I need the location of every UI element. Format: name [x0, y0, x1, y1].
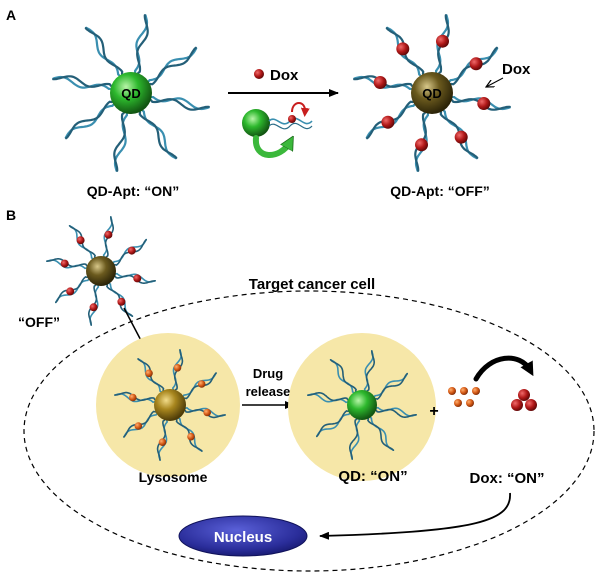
cell-title: Target cancer cell	[249, 276, 375, 293]
aptamer-strand	[149, 98, 210, 111]
red-curved-arrow	[291, 102, 310, 117]
qd-in-lysosome	[114, 349, 226, 461]
dox-pointer-arrow	[486, 77, 504, 87]
aptamer-strand	[138, 111, 178, 159]
qd-off-particle	[353, 14, 511, 172]
aptamer-strand	[307, 392, 349, 402]
green-curved-arrow	[252, 135, 290, 158]
dox-molecule	[396, 42, 410, 56]
aptamer-strand	[84, 27, 124, 75]
dox-molecule	[477, 97, 491, 110]
aptamer-strand	[375, 408, 417, 418]
dox-on-label: Dox: “ON”	[470, 470, 545, 487]
dox-molecule	[145, 369, 153, 378]
dox-molecule	[158, 438, 167, 447]
aptamer-strand	[365, 350, 375, 392]
aptamer-strand	[65, 100, 113, 140]
dox-pointer-label: Dox	[502, 61, 531, 78]
qd-label-off: QD	[422, 86, 442, 101]
aptamer-strand	[349, 418, 359, 460]
dox-molecule	[129, 393, 137, 402]
aptamer-strand	[329, 359, 357, 392]
qd-off-small-particle	[46, 216, 156, 326]
dox-molecule	[373, 76, 387, 89]
panel-b-label: B	[6, 207, 16, 223]
dox-molecule	[134, 422, 143, 430]
intercalation-inset	[242, 102, 313, 158]
aptamer-strand	[149, 46, 197, 86]
qd-off-caption: QD-Apt: “OFF”	[390, 183, 490, 199]
dox-molecule	[76, 236, 85, 245]
drug-release-line1: Drug	[253, 366, 283, 381]
dox-molecule	[133, 274, 142, 283]
aptamer-strand	[367, 418, 395, 451]
dox-cluster-inside	[448, 387, 480, 407]
dox-molecule	[469, 57, 483, 71]
dox-molecule	[104, 230, 113, 239]
qd-on-released	[307, 350, 417, 460]
dox-key-dot	[254, 69, 264, 79]
dox-molecule	[66, 287, 75, 296]
nucleus-arrow	[319, 492, 511, 540]
qd-on-label: QD: “ON”	[338, 468, 407, 485]
plus-sign: +	[429, 403, 438, 420]
panel-a-label: A	[6, 7, 16, 23]
lysosome-label: Lysosome	[139, 469, 208, 485]
dox-key-label: Dox	[270, 67, 299, 84]
dox-intercalated-dot	[288, 115, 296, 123]
qd-on-particle	[52, 14, 210, 172]
aptamer-strand	[375, 372, 408, 400]
dox-molecule	[173, 364, 182, 372]
drug-release-line2: release	[246, 384, 291, 399]
aptamer-strand	[52, 75, 113, 88]
dox-molecule	[197, 380, 206, 388]
dox-cluster-free	[511, 389, 537, 411]
nucleus-label: Nucleus	[214, 529, 272, 546]
dox-molecule	[203, 408, 211, 417]
nucleus	[178, 515, 308, 557]
target-cancer-cell	[23, 290, 595, 572]
dox-molecule	[436, 34, 449, 48]
quantum-dot-core	[86, 256, 116, 286]
dox-molecule	[187, 432, 195, 441]
quantum-dot-core	[154, 389, 186, 421]
dox-escape-arrow	[473, 355, 534, 382]
qd-on-caption: QD-Apt: “ON”	[87, 183, 180, 199]
quantum-dot-core	[411, 72, 453, 114]
aptamer-strand	[113, 111, 126, 172]
dox-molecule	[89, 303, 98, 312]
off-label: “OFF”	[18, 314, 60, 330]
aptamer-strand	[316, 410, 349, 438]
dox-molecule	[454, 130, 468, 144]
dox-molecule	[381, 115, 395, 129]
quantum-dot-core	[110, 72, 152, 114]
aptamer-strand	[136, 14, 149, 75]
dox-molecule	[117, 297, 126, 306]
dox-molecule	[127, 246, 136, 255]
dox-molecule	[60, 259, 69, 268]
quantum-dot-core	[347, 390, 377, 420]
qd-label: QD	[121, 86, 141, 101]
dox-molecule	[415, 138, 428, 152]
